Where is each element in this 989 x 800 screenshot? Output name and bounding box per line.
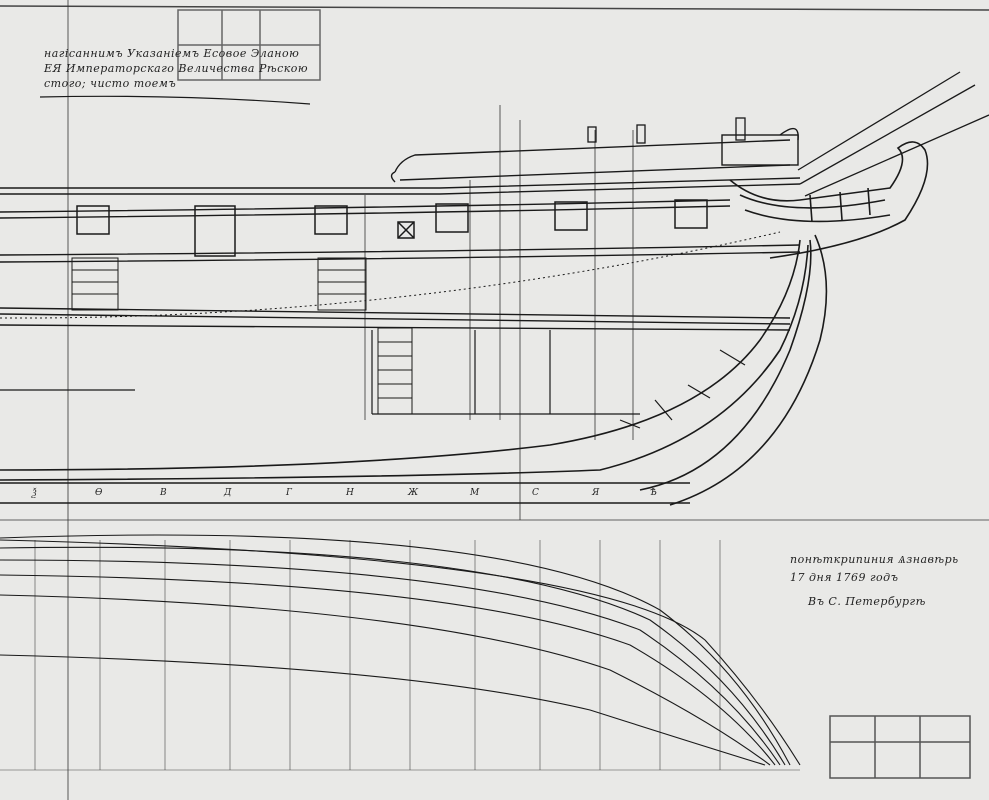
gun-ports bbox=[76, 199, 708, 257]
station-mark: Я bbox=[592, 488, 600, 498]
hull-profile bbox=[0, 234, 828, 506]
station-mark: Д bbox=[224, 488, 232, 498]
forecastle bbox=[390, 127, 799, 183]
construction-lines bbox=[67, 0, 634, 800]
station-mark: Ѣ bbox=[650, 488, 657, 498]
archive-stamp-top bbox=[177, 9, 321, 81]
waterline bbox=[0, 231, 781, 319]
half-breadth-lines bbox=[0, 534, 801, 766]
inscription-right-line1: понѣткрипиния Ѧзнавѣрь bbox=[790, 553, 959, 566]
head-rails bbox=[729, 141, 929, 259]
inscription-underline bbox=[39, 95, 311, 105]
sheer-rails bbox=[0, 177, 801, 331]
station-mark: М bbox=[470, 488, 480, 498]
station-mark: Г bbox=[286, 488, 292, 498]
deck-fittings bbox=[587, 117, 746, 144]
archive-stamp-bottom bbox=[829, 715, 971, 779]
station-mark: Ж bbox=[408, 488, 419, 498]
station-mark: С bbox=[532, 488, 539, 498]
station-mark: В bbox=[160, 488, 167, 498]
station-mark: Ѳ bbox=[95, 488, 103, 498]
lower-deck bbox=[0, 330, 640, 415]
bow-frames bbox=[619, 349, 746, 429]
bowsprit bbox=[797, 71, 989, 197]
inscription-right-line3: Въ С. Петербургѣ bbox=[808, 595, 926, 608]
inscription-top-line1: нагісаннимъ Указаніемъ Есовое Эланою bbox=[44, 47, 300, 60]
inscription-top-line2: ЕЯ Императорскаго Величества Рѣскою bbox=[44, 62, 309, 75]
inscription-right-line2: 17 дня 1769 годъ bbox=[790, 571, 899, 584]
inscription-top-line3: стого; чисто тоемъ bbox=[44, 77, 177, 90]
station-mark: Н bbox=[346, 488, 354, 498]
station-mark: Ѯ bbox=[32, 489, 37, 499]
